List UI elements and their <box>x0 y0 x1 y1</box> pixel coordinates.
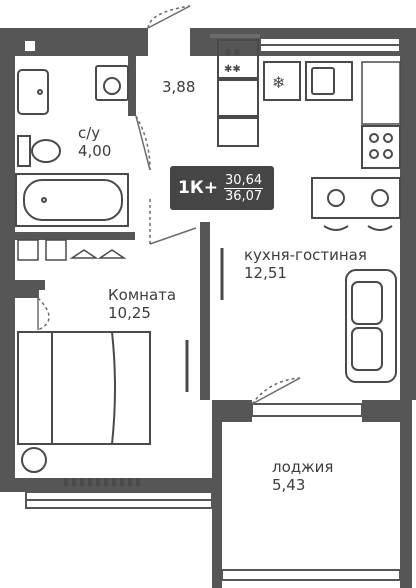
bathroom-name: с/у <box>78 124 101 142</box>
wardrobe-icon <box>17 239 127 261</box>
room-area: 10,25 <box>108 304 151 322</box>
toilet-icon <box>17 135 61 167</box>
sink-icon <box>17 69 49 115</box>
kitchen-living-name: кухня-гостиная <box>244 246 367 264</box>
loggia-area: 5,43 <box>272 476 306 494</box>
apartment-type-badge: 1К+ 30,64 36,07 <box>170 166 274 210</box>
hall-area: 3,88 <box>162 78 196 96</box>
doors <box>37 5 301 405</box>
loggia-label: лоджия 5,43 <box>272 458 333 494</box>
svg-text:✱✱: ✱✱ <box>224 64 241 75</box>
cooktop-icon <box>361 125 401 169</box>
counter-line <box>361 61 401 125</box>
washing-machine-icon <box>95 65 129 101</box>
windows <box>23 37 401 581</box>
cupboard-icon <box>217 79 259 147</box>
tv-icon <box>185 248 224 392</box>
kitchen-living-label: кухня-гостиная 12,51 <box>244 246 367 282</box>
sofa-icon <box>345 269 397 383</box>
room-name: Комната <box>108 286 177 304</box>
fridge-icon: ❄ <box>263 61 301 101</box>
bathroom-label: с/у 4,00 <box>78 124 111 160</box>
room-label: Комната 10,25 <box>108 286 176 322</box>
living-area: 30,64 <box>223 172 264 189</box>
apartment-type: 1К+ <box>178 178 218 198</box>
svg-text:❄: ❄ <box>272 73 285 92</box>
bathroom-area: 4,00 <box>78 142 112 160</box>
total-area: 36,07 <box>224 188 263 204</box>
stove-icon: ✱✱ ✱✱ <box>217 39 259 79</box>
loggia-name: лоджия <box>272 458 334 476</box>
svg-text:✱✱: ✱✱ <box>224 48 241 59</box>
badge-areas: 30,64 36,07 <box>223 172 264 204</box>
kitchen-living-area: 12,51 <box>244 264 287 282</box>
radiator-icon <box>64 478 140 486</box>
bathtub-icon <box>15 173 129 227</box>
kitchen-sink-icon <box>305 61 353 101</box>
dining-bar <box>311 177 401 231</box>
bed-icon <box>17 331 151 473</box>
